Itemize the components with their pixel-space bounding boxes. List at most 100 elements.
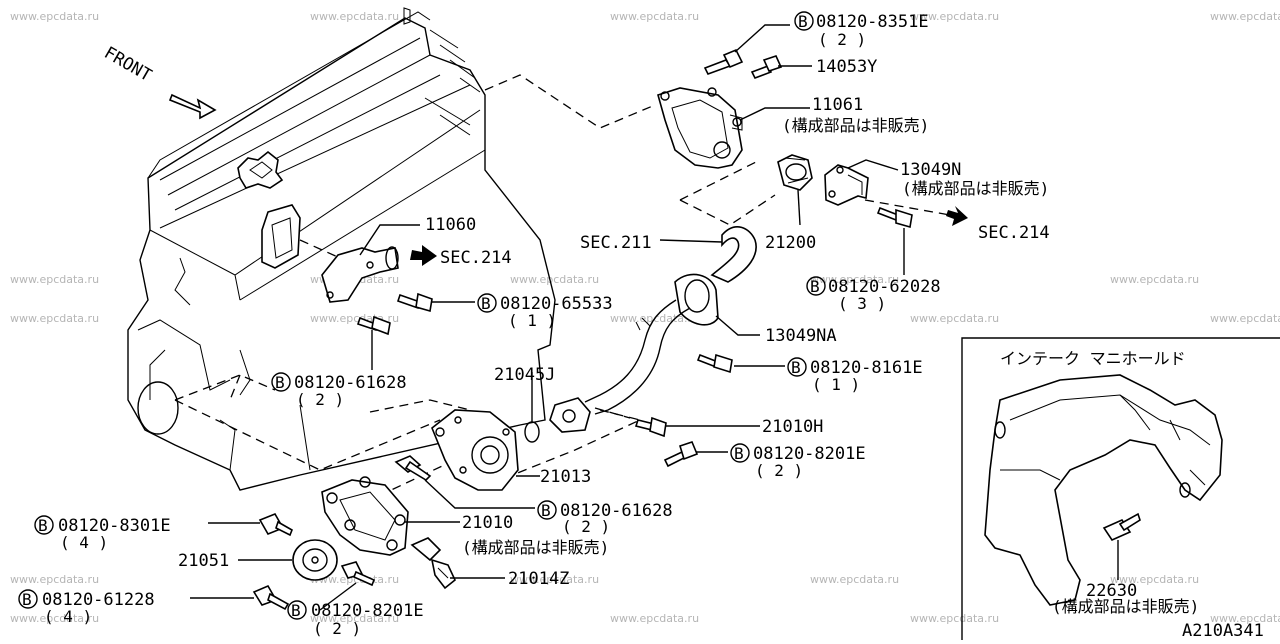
- watermark: www.epcdata.ru: [10, 10, 99, 23]
- hose: [710, 226, 757, 283]
- part-number-label: 14053Y: [816, 57, 877, 77]
- quantity-label: ( 2 ): [818, 30, 866, 49]
- bolt-symbol: B: [541, 501, 551, 520]
- section-reference-label: SEC.211: [580, 233, 652, 253]
- watermark: www.epcdata.ru: [10, 612, 99, 625]
- bolt-symbol: B: [22, 590, 32, 609]
- bolt-icon: [634, 416, 667, 438]
- part-number-label: 11060: [425, 215, 476, 235]
- bolt-icon: [696, 353, 733, 374]
- bolt-icon: [340, 561, 376, 587]
- watermark: www.epcdata.ru: [310, 612, 399, 625]
- part-number-label: 22630: [1086, 581, 1137, 601]
- pump-bracket: [321, 476, 409, 556]
- bolt-icon: [703, 48, 744, 75]
- watermark: www.epcdata.ru: [910, 612, 999, 625]
- bolt-symbol: B: [291, 601, 301, 620]
- watermark: www.epcdata.ru: [610, 10, 699, 23]
- part-number-label: 08120-8301E: [58, 516, 171, 536]
- bolt-symbols: B B B B B B B B B B: [18, 11, 826, 620]
- part-number-label: 08120-62028: [828, 277, 941, 297]
- bolt-symbol: B: [275, 373, 285, 392]
- part-number-label: 21010: [462, 513, 513, 533]
- part-note-label: (構成部品は非販売): [782, 116, 929, 135]
- part-note-label: (構成部品は非販売): [462, 538, 609, 557]
- part-labels: 08120-8351E ( 2 ) 14053Y 11061 (構成部品は非販売…: [42, 12, 1050, 638]
- diagram-code: A210A341: [1182, 621, 1264, 640]
- watermark: www.epcdata.ru: [510, 573, 599, 586]
- quantity-label: ( 4 ): [44, 607, 92, 626]
- quantity-label: ( 4 ): [60, 533, 108, 552]
- quantity-label: ( 2 ): [313, 619, 361, 638]
- part-number-label: 21045J: [494, 365, 555, 385]
- quantity-label: ( 1 ): [508, 311, 556, 330]
- front-arrow-icon: [168, 93, 217, 120]
- watermark: www.epcdata.ru: [10, 312, 99, 325]
- part-number-label: 21013: [540, 467, 591, 487]
- bolt-icon: [663, 441, 699, 468]
- front-indicator: FRONT: [101, 43, 217, 120]
- leader-lines: [190, 24, 905, 611]
- watermark: www.epcdata.ru: [1210, 10, 1280, 23]
- part-note-label: (構成部品は非販売): [902, 179, 1049, 198]
- watermark: www.epcdata.ru: [310, 573, 399, 586]
- bolt-icon: [252, 584, 290, 611]
- bolt-symbol: B: [734, 444, 744, 463]
- front-label: FRONT: [101, 43, 155, 86]
- part-number-label: 21051: [178, 551, 229, 571]
- water-pump: [431, 409, 519, 491]
- quantity-label: ( 2 ): [296, 390, 344, 409]
- watermark: www.epcdata.ru: [310, 10, 399, 23]
- part-number-label: 11061: [812, 95, 863, 115]
- inset-title: インテーク マニホールド: [1000, 349, 1186, 368]
- sensor: [1102, 512, 1141, 542]
- part-number-label: 08120-61628: [560, 501, 673, 521]
- watermark: www.epcdata.ru: [1110, 273, 1199, 286]
- part-number-label: 08120-8161E: [810, 358, 923, 378]
- bolt-icon: [394, 455, 432, 482]
- quantity-label: ( 3 ): [838, 294, 886, 313]
- intake-manifold: [984, 374, 1223, 606]
- part-number-label: 13049N: [900, 160, 961, 180]
- gasket: [524, 421, 540, 443]
- bolt-symbol: B: [810, 277, 820, 296]
- watermark: www.epcdata.ru: [610, 612, 699, 625]
- watermark: www.epcdata.ru: [510, 273, 599, 286]
- quantity-label: ( 2 ): [562, 517, 610, 536]
- part-number-label: 13049NA: [765, 326, 837, 346]
- watermark: www.epcdata.ru: [10, 573, 99, 586]
- bolt-symbol: B: [38, 516, 48, 535]
- sensor: [410, 537, 456, 590]
- watermark: www.epcdata.ru: [810, 573, 899, 586]
- part-number-label: 08120-65533: [500, 294, 613, 314]
- watermark: www.epcdata.ru: [1110, 573, 1199, 586]
- part-number-label: 21010H: [762, 417, 823, 437]
- bolt-symbol: B: [798, 12, 808, 31]
- part-number-label: 08120-8351E: [816, 12, 929, 32]
- section-reference-label: SEC.214: [440, 248, 512, 268]
- bolt-symbol: B: [481, 294, 491, 313]
- part-number-label: 08120-8201E: [753, 444, 866, 464]
- thermostat-housing: [657, 87, 743, 169]
- arrow-icon: [410, 245, 437, 266]
- watermark: www.epcdata.ru: [910, 312, 999, 325]
- inset-panel: インテーク マニホールド 22630 (構成部品は非販売): [961, 337, 1280, 640]
- water-pipe: [549, 299, 691, 433]
- part-number-label: 08120-61628: [294, 373, 407, 393]
- watermark: www.epcdata.ru: [1210, 312, 1280, 325]
- watermark: www.epcdata.ru: [810, 273, 899, 286]
- bolt-icon: [258, 512, 294, 537]
- quantity-label: ( 1 ): [812, 375, 860, 394]
- pulley: [292, 539, 338, 581]
- bolt-icon: [356, 315, 391, 336]
- water-outlet: [824, 164, 869, 206]
- bolt-icon: [750, 55, 783, 80]
- watermark: www.epcdata.ru: [910, 10, 999, 23]
- thermostat: [777, 154, 813, 191]
- watermark: www.epcdata.ru: [1210, 612, 1280, 625]
- watermark: www.epcdata.ru: [10, 273, 99, 286]
- part-number-label: 08120-61228: [42, 590, 155, 610]
- arrow-icon: [946, 206, 968, 226]
